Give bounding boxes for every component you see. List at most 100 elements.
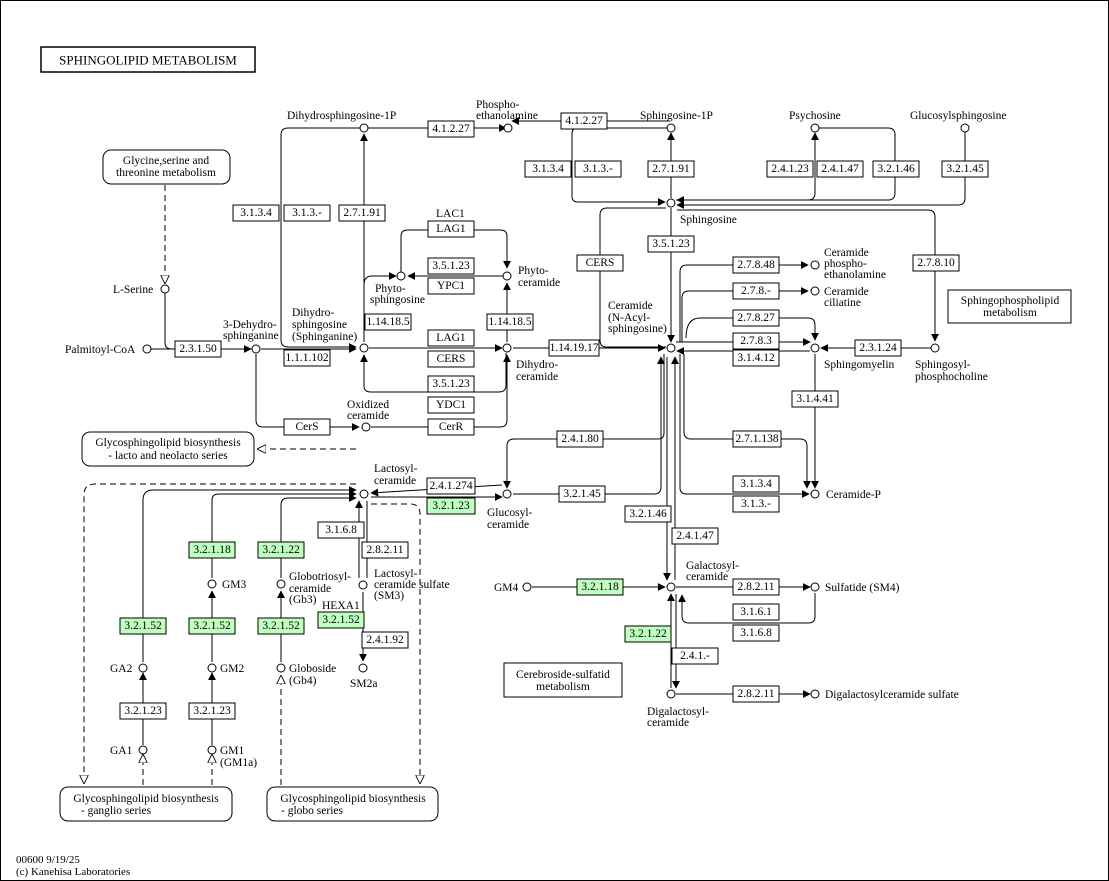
node-ceramide[interactable]	[666, 343, 676, 353]
node-dihydrosphingosine[interactable]	[359, 343, 369, 353]
enzyme-box[interactable]: 2.3.1.50	[174, 340, 222, 358]
node-phytoceramide[interactable]	[502, 271, 512, 281]
node-palmitoyl-coa[interactable]	[142, 344, 152, 354]
enzyme-box[interactable]: 2.7.1.138	[732, 430, 782, 448]
enzyme-box[interactable]: CerS	[283, 418, 331, 436]
enzyme-box[interactable]: 2.7.8.-	[732, 282, 780, 300]
pathway-links[interactable]: Glycine,serine and threonine metabolism …	[59, 149, 1072, 822]
enzyme-box[interactable]: 3.2.1.45	[558, 485, 606, 503]
enzyme-box[interactable]: 3.1.6.1	[732, 603, 780, 621]
enzyme-box[interactable]: 3.1.3.-	[732, 495, 780, 513]
enzyme-box[interactable]: 3.1.3.-	[283, 204, 331, 222]
enzyme-box[interactable]: 3.2.1.46	[624, 505, 672, 523]
enzyme-box[interactable]: 3.1.3.4	[524, 160, 572, 178]
pathway-gly-ser-thr[interactable]: Glycine,serine and threonine metabolism	[102, 149, 231, 185]
node-sphingosyl-phosphocholine[interactable]	[930, 343, 940, 353]
enzyme-box[interactable]: 2.7.1.91	[338, 204, 386, 222]
node-ceramide-phosphoethanolamine[interactable]	[810, 260, 820, 270]
pathway-ganglio[interactable]: Glycosphingolipid biosynthesis - ganglio…	[59, 786, 233, 822]
enzyme-box[interactable]: 2.7.8.10	[912, 254, 960, 272]
enzyme-box[interactable]: 2.8.2.11	[732, 578, 780, 596]
enzyme-box[interactable]: 3.1.3.4	[732, 475, 780, 493]
enzyme-box[interactable]: 3.2.1.52	[188, 617, 236, 635]
node-l-serine[interactable]	[160, 284, 170, 294]
enzyme-box[interactable]: 2.4.1.-	[671, 647, 719, 665]
enzyme-box[interactable]: 3.1.3.4	[232, 204, 280, 222]
node-digalactosylceramide-sulfate[interactable]	[810, 689, 820, 699]
node-sm2a[interactable]	[358, 663, 368, 673]
enzyme-box[interactable]: YPC1	[427, 277, 475, 295]
node-sphingosine-1p[interactable]	[666, 123, 676, 133]
enzyme-box[interactable]: 3.1.4.41	[791, 390, 839, 408]
pathway-sphingophospholipid[interactable]: Sphingophospholipid metabolism	[947, 289, 1072, 324]
node-gm1[interactable]	[207, 745, 217, 755]
compound-nodes[interactable]	[138, 123, 970, 755]
node-gm2[interactable]	[207, 663, 217, 673]
node-digalactosylceramide[interactable]	[666, 689, 676, 699]
enzyme-box[interactable]: 3.2.1.22	[624, 625, 672, 643]
enzyme-box[interactable]: 2.3.1.24	[854, 339, 902, 357]
enzyme-box[interactable]: 3.2.1.18	[576, 578, 624, 596]
enzyme-box[interactable]: 2.8.2.11	[732, 685, 780, 703]
pathway-cerebroside-sulfatid[interactable]: Cerebroside-sulfatid metabolism	[503, 662, 623, 698]
node-gm4[interactable]	[522, 582, 532, 592]
enzyme-box[interactable]: 2.8.2.11	[361, 541, 409, 559]
enzyme-box[interactable]: 3.5.1.23	[427, 375, 475, 393]
node-galactosylceramide[interactable]	[666, 582, 676, 592]
enzyme-box[interactable]: 2.4.1.92	[361, 631, 409, 649]
enzyme-box[interactable]: 3.1.3.-	[574, 160, 622, 178]
enzyme-box[interactable]: 3.2.1.52	[317, 611, 365, 629]
enzyme-box[interactable]: 1.14.18.5	[364, 313, 412, 331]
node-dihydrosphingosine-1p[interactable]	[359, 123, 369, 133]
enzyme-box[interactable]: 3.1.4.12	[732, 349, 780, 367]
node-phosphoethanolamine[interactable]	[503, 123, 513, 133]
enzyme-box[interactable]: 1.14.19.17	[548, 339, 600, 357]
pathway-globo[interactable]: Glycosphingolipid biosynthesis - globo s…	[266, 786, 439, 822]
enzyme-box[interactable]: LAG1	[427, 329, 475, 347]
enzyme-box[interactable]: 3.2.1.22	[257, 541, 305, 559]
enzyme-box[interactable]: CERS	[427, 350, 475, 368]
enzyme-box[interactable]: 3.5.1.23	[427, 257, 475, 275]
node-phytosphingosine[interactable]	[396, 271, 406, 281]
node-psychosine[interactable]	[810, 123, 820, 133]
enzyme-box[interactable]: 2.7.8.3	[732, 332, 780, 350]
node-gm3[interactable]	[207, 579, 217, 589]
node-glucosylsphingosine[interactable]	[960, 123, 970, 133]
enzyme-box[interactable]: 3.2.1.52	[257, 617, 305, 635]
enzyme-box[interactable]: 2.7.8.48	[732, 256, 780, 274]
enzyme-box[interactable]: 3.2.1.45	[941, 160, 989, 178]
enzyme-box[interactable]: 1.1.1.102	[283, 349, 331, 367]
enzyme-box[interactable]: 1.14.18.5	[486, 313, 534, 331]
enzyme-box[interactable]: 2.4.1.274	[426, 477, 476, 495]
enzyme-box[interactable]: 3.2.1.46	[872, 160, 920, 178]
node-sm3[interactable]	[358, 580, 368, 590]
node-oxidized-ceramide[interactable]	[361, 422, 371, 432]
node-ga2[interactable]	[138, 663, 148, 673]
node-sphingosine[interactable]	[666, 198, 676, 208]
node-sphingomyelin[interactable]	[810, 343, 820, 353]
enzyme-box[interactable]: LAG1	[427, 220, 475, 238]
enzyme-box[interactable]: CerR	[427, 418, 475, 436]
node-ga1[interactable]	[138, 745, 148, 755]
node-gb3[interactable]	[276, 579, 286, 589]
enzyme-box[interactable]: 2.7.1.91	[647, 160, 695, 178]
enzyme-box[interactable]: 3.5.1.23	[647, 235, 695, 253]
enzyme-box[interactable]: 2.7.8.27	[732, 309, 780, 327]
enzyme-box[interactable]: 3.2.1.52	[119, 617, 167, 635]
enzyme-box[interactable]: 4.1.2.27	[427, 120, 475, 138]
node-dihydroceramide[interactable]	[502, 343, 512, 353]
enzyme-box[interactable]: 2.4.1.80	[556, 430, 604, 448]
enzyme-box[interactable]: 2.4.1.47	[671, 527, 719, 545]
enzyme-box[interactable]: 2.4.1.47	[816, 160, 864, 178]
enzyme-box[interactable]: 4.1.2.27	[560, 112, 608, 130]
enzyme-box[interactable]: 3.2.1.18	[188, 541, 236, 559]
node-ceramide-ciliatine[interactable]	[810, 286, 820, 296]
node-ceramide-p[interactable]	[810, 489, 820, 499]
node-3-dehydrosphinganine[interactable]	[251, 344, 261, 354]
pathway-lacto[interactable]: Glycosphingolipid biosynthesis - lacto a…	[81, 431, 255, 467]
enzyme-boxes[interactable]: 4.1.2.27 4.1.2.27 3.1.3.4 3.1.3.- 2.7.1.…	[119, 112, 989, 720]
enzyme-box[interactable]: 3.2.1.23	[426, 497, 476, 515]
enzyme-box[interactable]: YDC1	[427, 396, 475, 414]
node-sulfatide[interactable]	[810, 582, 820, 592]
node-glucosylceramide[interactable]	[502, 489, 512, 499]
